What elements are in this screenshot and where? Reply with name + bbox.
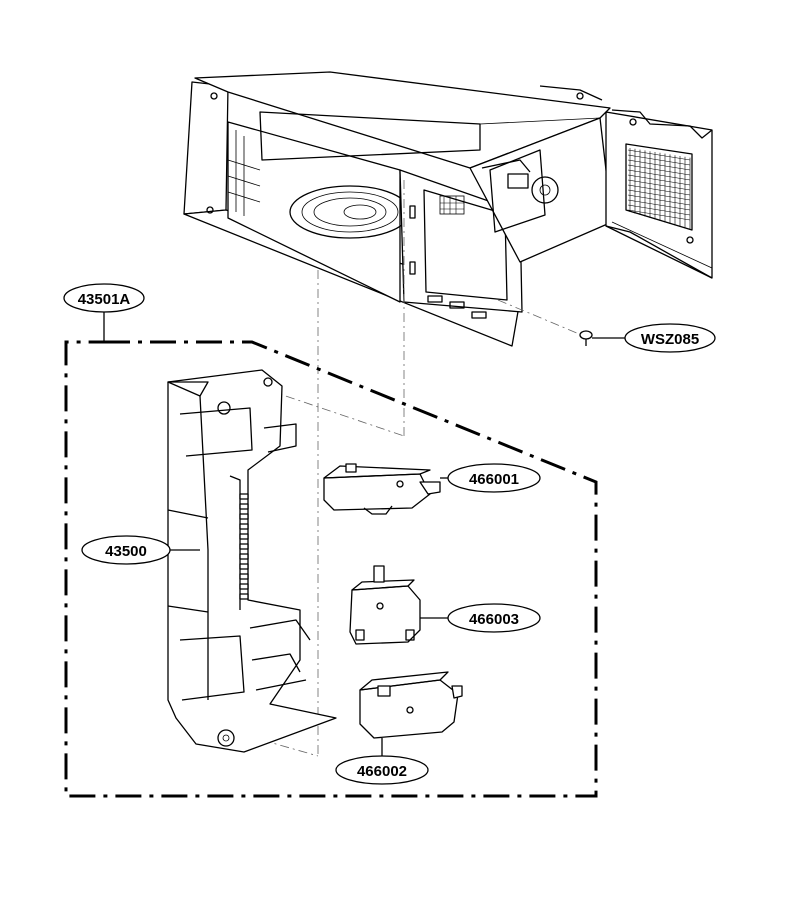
callout-466003: 466003	[447, 603, 541, 633]
label-43501a: 43501A	[78, 291, 131, 308]
screw-part	[579, 330, 625, 346]
label-wsz085: WSZ085	[641, 331, 699, 348]
switch-466003-part	[349, 565, 448, 645]
vent-mesh	[627, 148, 691, 230]
alignment-lines	[261, 180, 585, 757]
switch-466001-part	[323, 463, 448, 515]
callout-43501a: 43501A	[63, 283, 145, 313]
callout-466001: 466001	[447, 463, 541, 493]
latch-board-part	[167, 369, 337, 753]
label-466001: 466001	[469, 471, 519, 488]
label-466002: 466002	[357, 763, 407, 780]
oven-cavity	[183, 71, 713, 347]
latch-teeth	[239, 493, 249, 600]
switch-466002-part	[359, 671, 463, 756]
callout-466002: 466002	[335, 755, 429, 785]
assembly-boundary	[64, 340, 598, 798]
callout-43500: 43500	[81, 535, 171, 565]
label-43500: 43500	[105, 543, 147, 560]
callout-wsz085: WSZ085	[624, 323, 716, 353]
label-466003: 466003	[469, 611, 519, 628]
